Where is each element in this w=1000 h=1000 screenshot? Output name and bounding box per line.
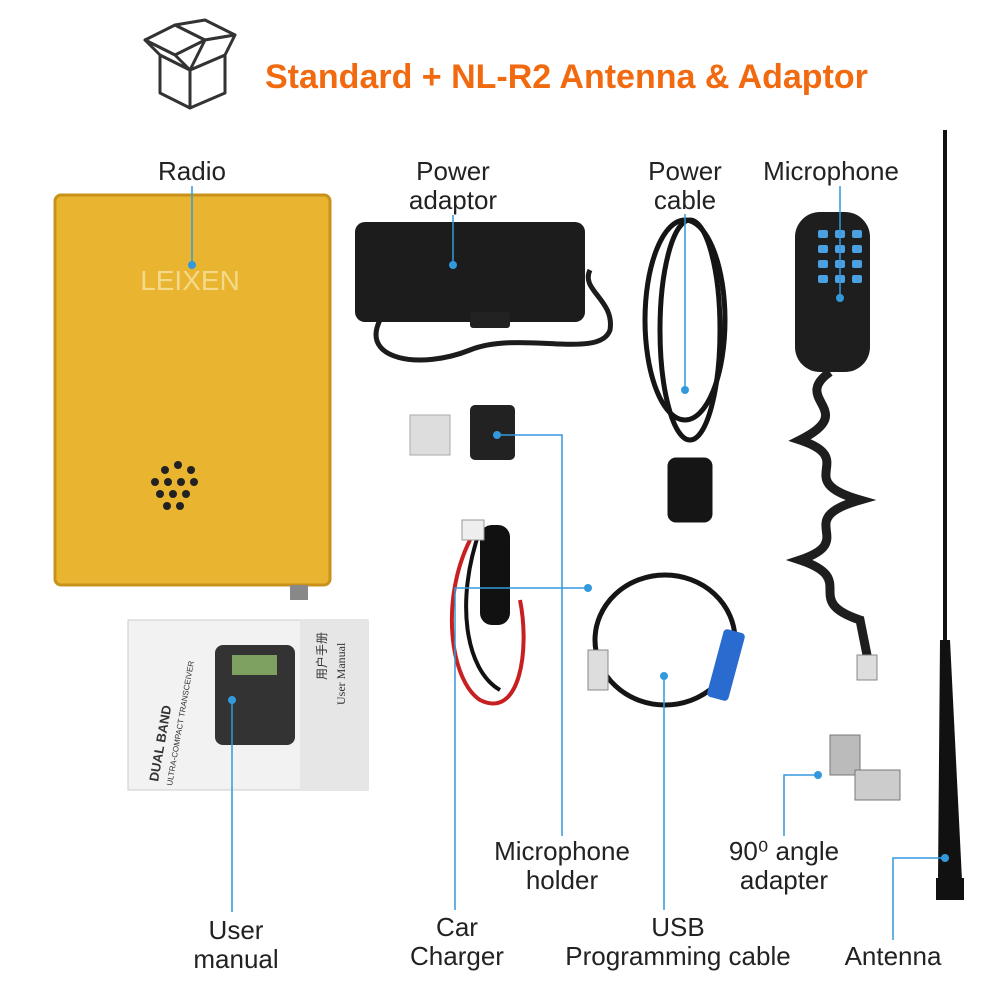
radio-brand-logo: LEIXEN [140, 265, 240, 296]
antenna-image [936, 130, 964, 900]
leader-lines [191, 186, 945, 940]
label-radio: Radio [158, 156, 226, 186]
label-line: User [208, 915, 264, 945]
label-line: Power [648, 156, 722, 186]
label-line: manual [193, 944, 279, 974]
label-line: USB [651, 912, 705, 942]
microphone-holder-image [409, 405, 515, 460]
leader-dots [188, 261, 949, 862]
microphone-image [785, 212, 878, 681]
car-charger-image [449, 519, 526, 706]
label-line: adaptor [408, 185, 498, 215]
power-adaptor-image [355, 222, 613, 363]
manual-chinese-title: 用户手册 [314, 632, 329, 680]
label-line: Microphone [494, 836, 630, 866]
user-manual-image: DUAL BAND ULTRA-COMPACT TRANSCEIVER 用户手册… [127, 619, 369, 791]
label-line: adapter [739, 865, 829, 895]
label-line: 90⁰ angle [728, 836, 840, 866]
label-line: holder [525, 865, 599, 895]
manual-title-text: User Manual [334, 642, 348, 705]
label-line: Charger [410, 941, 504, 971]
label-line: cable [653, 185, 717, 215]
label-antenna: Antenna [844, 941, 942, 971]
label-line: Power [416, 156, 490, 186]
label-line: Programming cable [565, 941, 791, 971]
label-line: Car [436, 912, 478, 942]
box-icon [143, 18, 237, 110]
page-title: Standard + NL-R2 Antenna & Adaptor [265, 58, 868, 96]
angle-adapter-image [829, 734, 901, 801]
usb-cable-image [587, 572, 745, 708]
label-microphone: Microphone [763, 156, 899, 186]
